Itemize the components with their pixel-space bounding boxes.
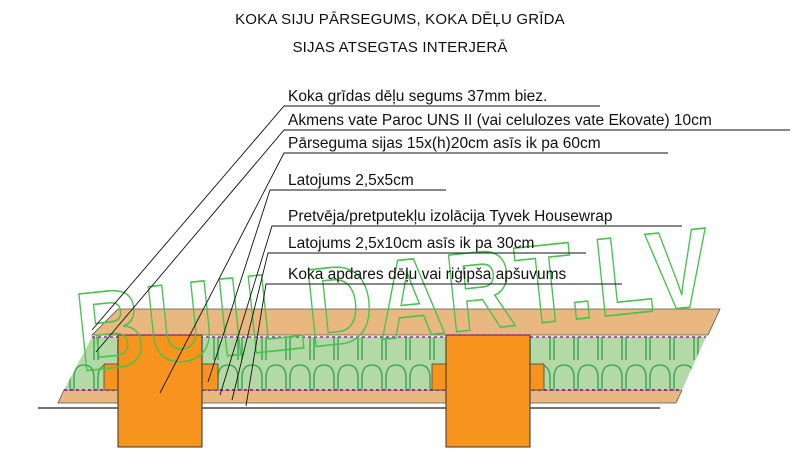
title-line-2: SIJAS ATSEGTAS INTERJERĀ xyxy=(292,39,507,56)
beam-right xyxy=(445,334,531,448)
label-stone-wool: Akmens vate Paroc UNS II (vai celulozes … xyxy=(288,112,712,129)
label-beams: Pārseguma sijas 15x(h)20cm asīs ik pa 60… xyxy=(288,135,601,152)
beam-left xyxy=(117,334,203,448)
label-finish-cladding: Koka apdares dēļu vai riģipša apšuvums xyxy=(288,266,567,283)
layer-labels: Koka grīdas dēļu segums 37mm biez. Akmen… xyxy=(288,88,712,283)
leader-lines xyxy=(91,105,790,407)
label-lathing-large: Latojums 2,5x10cm asīs ik pa 30cm xyxy=(288,235,534,252)
label-windproof-membrane: Pretvēja/pretputekļu izolācija Tyvek Hou… xyxy=(288,208,613,225)
label-floor-boards: Koka grīdas dēļu segums 37mm biez. xyxy=(288,88,547,105)
title-line-1: KOKA SIJU PĀRSEGUMS, KOKA DĒĻU GRĪDA xyxy=(235,11,565,28)
label-lathing-small: Latojums 2,5x5cm xyxy=(288,172,414,189)
floor-boards-layer xyxy=(91,308,721,336)
